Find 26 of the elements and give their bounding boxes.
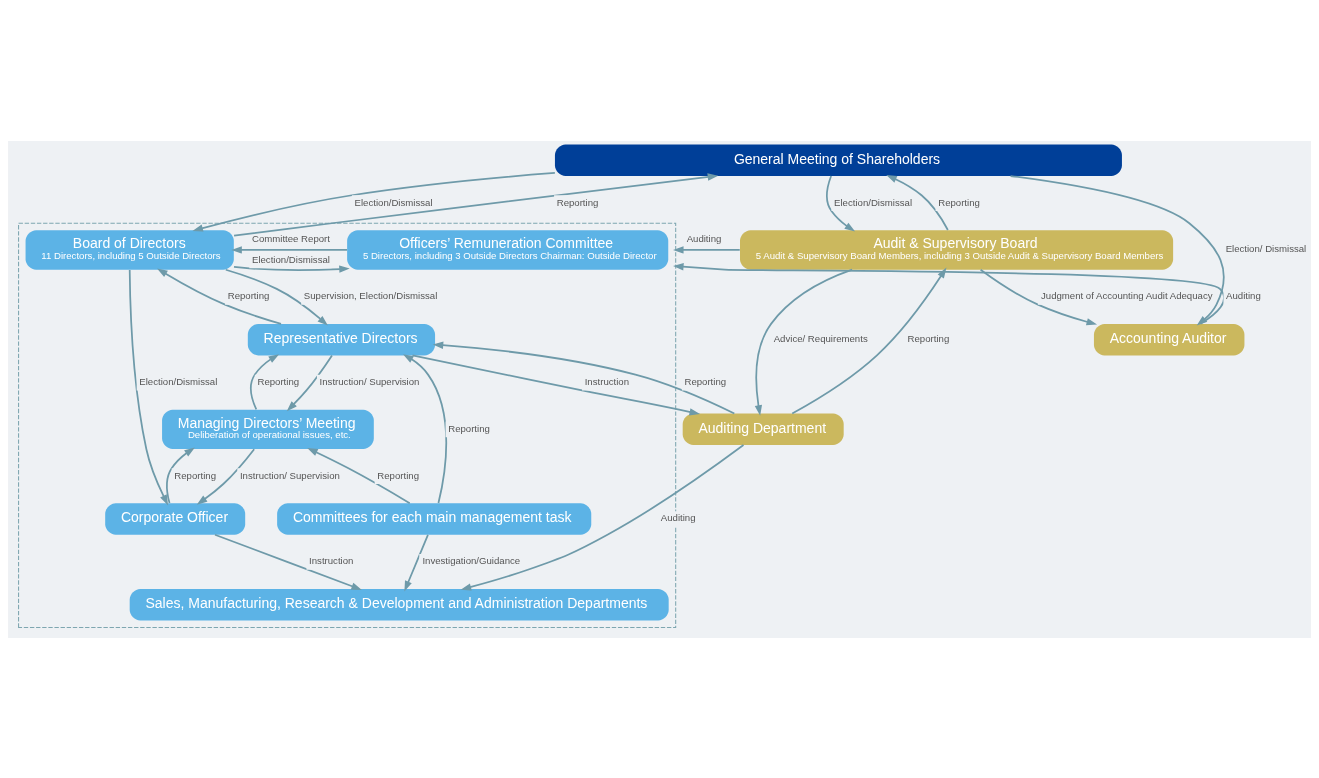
edge-label: Reporting: [227, 289, 270, 301]
edge-label: Auditing: [1226, 289, 1261, 301]
edge-label: Judgment of Accounting Audit Adequacy: [1041, 289, 1213, 301]
edge-label: Supervision, Election/Dismissal: [303, 289, 438, 301]
edge-label: Committee Report: [251, 232, 330, 244]
edge-label: Election/ Dismissal: [1225, 242, 1307, 254]
edge-label: Investigation/Guidance: [422, 554, 521, 566]
edge-label: Reporting: [938, 196, 980, 208]
edge-label: Instruction/ Supervision: [239, 469, 340, 481]
edge-label: Election/Dismissal: [354, 196, 433, 208]
edge-label: Instruction: [584, 375, 630, 387]
edge-label: Election/Dismissal: [139, 375, 218, 387]
edge-label: Reporting: [907, 332, 950, 344]
edge-label: Reporting: [174, 469, 216, 481]
edge-label: Reporting: [257, 375, 300, 387]
edge-label: Auditing: [660, 511, 696, 523]
edge-label: Election/Dismissal: [834, 196, 913, 208]
edge-label: Instruction: [309, 554, 354, 566]
edge-label: Reporting: [556, 196, 599, 208]
edge-label: Election/Dismissal: [251, 253, 330, 265]
edge-label: Advice/ Requirements: [773, 332, 868, 344]
edge-label: Instruction/ Supervision: [319, 375, 420, 387]
edge-label: Reporting: [684, 375, 727, 387]
edge-label: Reporting: [448, 422, 490, 434]
edge-label: Reporting: [377, 469, 419, 481]
edge-label: Auditing: [686, 232, 722, 244]
